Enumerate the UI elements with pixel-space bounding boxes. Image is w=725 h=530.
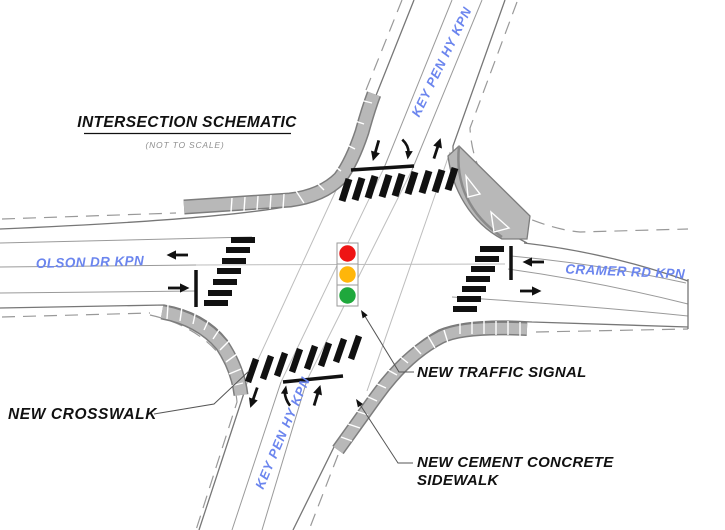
road-label-east: CRAMER RD KPN <box>565 261 685 281</box>
road-edge-line <box>523 242 689 282</box>
callout-sidewalk-line1: NEW CEMENT CONCRETE <box>417 454 614 471</box>
signal-light-yellow-icon <box>339 266 356 283</box>
row-dashed-line <box>365 0 403 91</box>
crosswalk-west <box>204 237 255 306</box>
stop-bar-south <box>282 374 344 384</box>
sidewalk-ne-island <box>447 145 531 240</box>
leader-sidewalk <box>356 399 413 464</box>
lane-arrow-down-icon <box>244 384 264 411</box>
sidewalk-hatch-se <box>340 320 521 442</box>
road-label-west: OLSON DR KPN <box>36 253 145 271</box>
callout-traffic-signal: NEW TRAFFIC SIGNAL <box>417 364 587 381</box>
crosswalk-north <box>338 166 459 203</box>
lane-arrow-turn-icon <box>398 138 416 162</box>
sidewalk-hatch-ne <box>465 173 511 233</box>
titles: INTERSECTION SCHEMATIC (NOT TO SCALE) <box>77 114 297 150</box>
row-dashed-line <box>535 328 689 333</box>
lane-arrow-up-icon <box>308 382 327 409</box>
leader-lines <box>153 310 414 464</box>
east-road <box>451 242 689 333</box>
lane-arrow-up-icon <box>428 135 447 162</box>
callout-labels: NEW CROSSWALK NEW TRAFFIC SIGNAL NEW CEM… <box>8 364 614 489</box>
stop-bar-north <box>350 164 415 172</box>
sidewalk-se <box>332 320 528 455</box>
road-label-north: KEY PEN HY KPN <box>408 4 474 119</box>
traffic-signal <box>336 242 359 307</box>
sidewalk-hatch-nw <box>230 99 373 213</box>
lane-line <box>510 255 687 284</box>
lane-arrow-right-icon <box>518 284 543 298</box>
leader-signal <box>362 312 414 373</box>
sidewalk-nw <box>183 91 382 215</box>
lane-arrow-down-icon <box>367 137 385 164</box>
lane-line <box>451 296 689 317</box>
center-line <box>507 268 689 305</box>
row-dashed-line <box>1 212 177 220</box>
callout-crosswalk: NEW CROSSWALK <box>8 406 158 423</box>
north-road <box>365 0 689 244</box>
callout-sidewalk-line2: SIDEWALK <box>417 472 499 489</box>
curb-line <box>457 145 503 239</box>
row-dashed-line <box>1 312 151 318</box>
lane-line <box>231 381 282 530</box>
lane-line <box>0 290 197 294</box>
lane-line <box>0 236 253 244</box>
lane-line <box>383 0 453 169</box>
lane-line <box>261 379 308 530</box>
crosswalk-east <box>453 246 504 312</box>
leader-crosswalk <box>153 370 250 415</box>
lane-arrow-left-icon <box>165 248 190 262</box>
page-subtitle: (NOT TO SCALE) <box>145 140 224 150</box>
center-line <box>0 264 197 268</box>
lane-line <box>411 0 483 171</box>
leader-arrowhead-icon <box>361 310 368 319</box>
crosswalk-south <box>244 334 363 384</box>
leader-arrowhead-icon <box>356 399 363 408</box>
row-dashed-line <box>308 454 339 530</box>
signal-light-red-icon <box>339 245 356 262</box>
signal-light-green-icon <box>339 287 356 304</box>
page-title: INTERSECTION SCHEMATIC <box>77 114 297 131</box>
